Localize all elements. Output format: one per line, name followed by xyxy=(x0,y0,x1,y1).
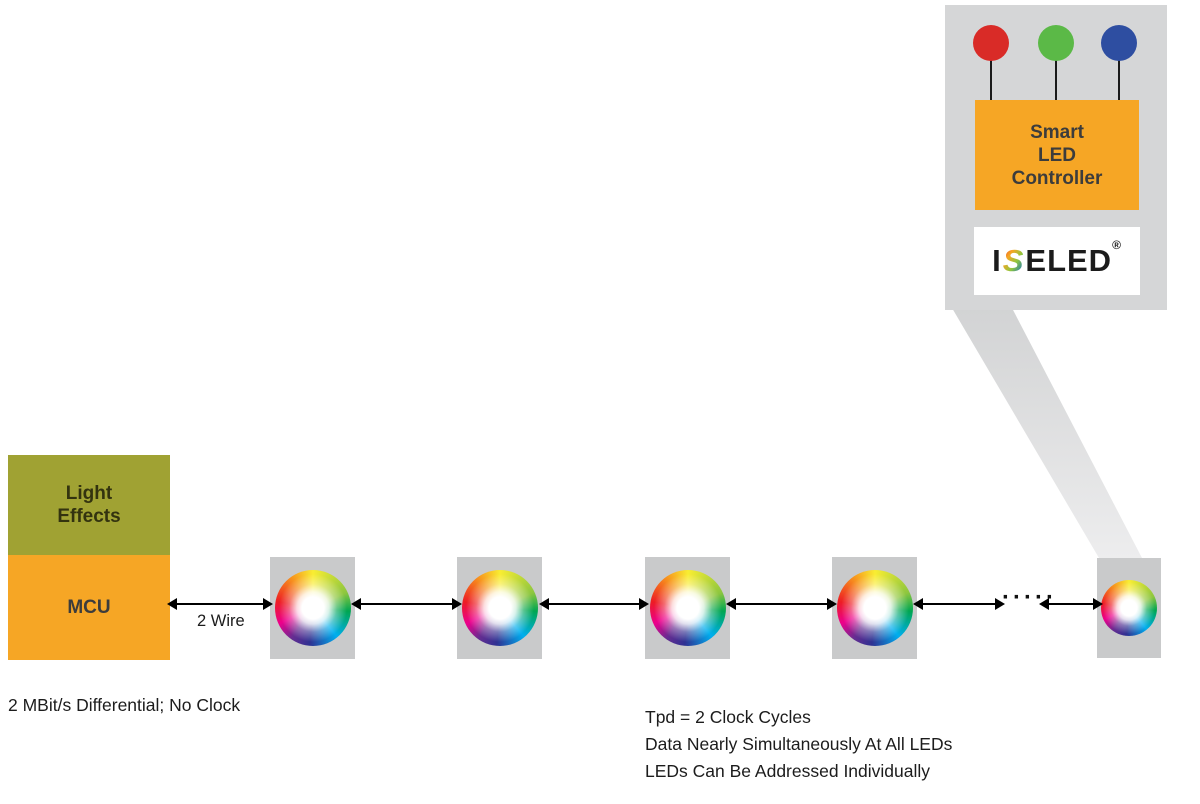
iseled-detail-panel: Smart LED Controller I S ELED ® xyxy=(945,5,1167,310)
continuation-dots: ····· xyxy=(1002,584,1057,611)
color-wheel-icon xyxy=(274,570,351,646)
logo-text: ELED xyxy=(1025,243,1113,278)
blue-led-icon xyxy=(1101,25,1137,61)
led-node xyxy=(832,557,917,659)
led-node xyxy=(645,557,730,659)
led-stem xyxy=(1118,43,1120,102)
controller-label-line: LED xyxy=(1038,144,1076,166)
color-wheel-icon xyxy=(1101,580,1157,636)
timing-note-line: Tpd = 2 Clock Cycles xyxy=(645,707,811,727)
color-wheel-icon xyxy=(649,570,726,646)
registered-trademark-symbol: ® xyxy=(1112,238,1122,252)
mcu-section: MCU xyxy=(8,555,170,660)
bidirectional-arrow xyxy=(351,598,462,610)
bidirectional-arrow xyxy=(913,598,1005,610)
wire-label: 2 Wire xyxy=(197,612,245,630)
light-effects-section: Light Effects xyxy=(8,455,170,555)
bidirectional-arrow xyxy=(539,598,649,610)
green-led-icon xyxy=(1038,25,1074,61)
logo-text: I xyxy=(992,243,1002,278)
led-stem xyxy=(990,43,992,102)
color-wheel-icon xyxy=(836,570,913,646)
mcu-block: Light Effects MCU xyxy=(8,455,170,660)
light-effects-label: Light Effects xyxy=(57,483,121,527)
bidirectional-arrow xyxy=(167,598,273,610)
iseled-logo: I S ELED ® xyxy=(974,227,1140,295)
red-led-icon xyxy=(973,25,1009,61)
bidirectional-arrow xyxy=(1039,598,1103,610)
bidirectional-arrow xyxy=(726,598,837,610)
color-wheel-icon xyxy=(461,570,538,646)
led-node xyxy=(457,557,542,659)
controller-label-line: Controller xyxy=(1011,167,1103,189)
controller-label-line: Smart xyxy=(1030,121,1084,143)
led-node xyxy=(270,557,355,659)
led-node xyxy=(1097,558,1161,658)
smart-led-controller-box: Smart LED Controller xyxy=(975,100,1139,210)
timing-notes: Tpd = 2 Clock Cycles Data Nearly Simulta… xyxy=(645,704,952,785)
timing-note-line: Data Nearly Simultaneously At All LEDs xyxy=(645,734,953,754)
mcu-label: MCU xyxy=(67,596,111,618)
led-stem xyxy=(1055,43,1057,102)
timing-note-line: LEDs Can Be Addressed Individually xyxy=(645,761,931,781)
bus-speed-note: 2 MBit/s Differential; No Clock xyxy=(8,695,241,715)
logo-stylized-s: S xyxy=(1002,243,1025,278)
